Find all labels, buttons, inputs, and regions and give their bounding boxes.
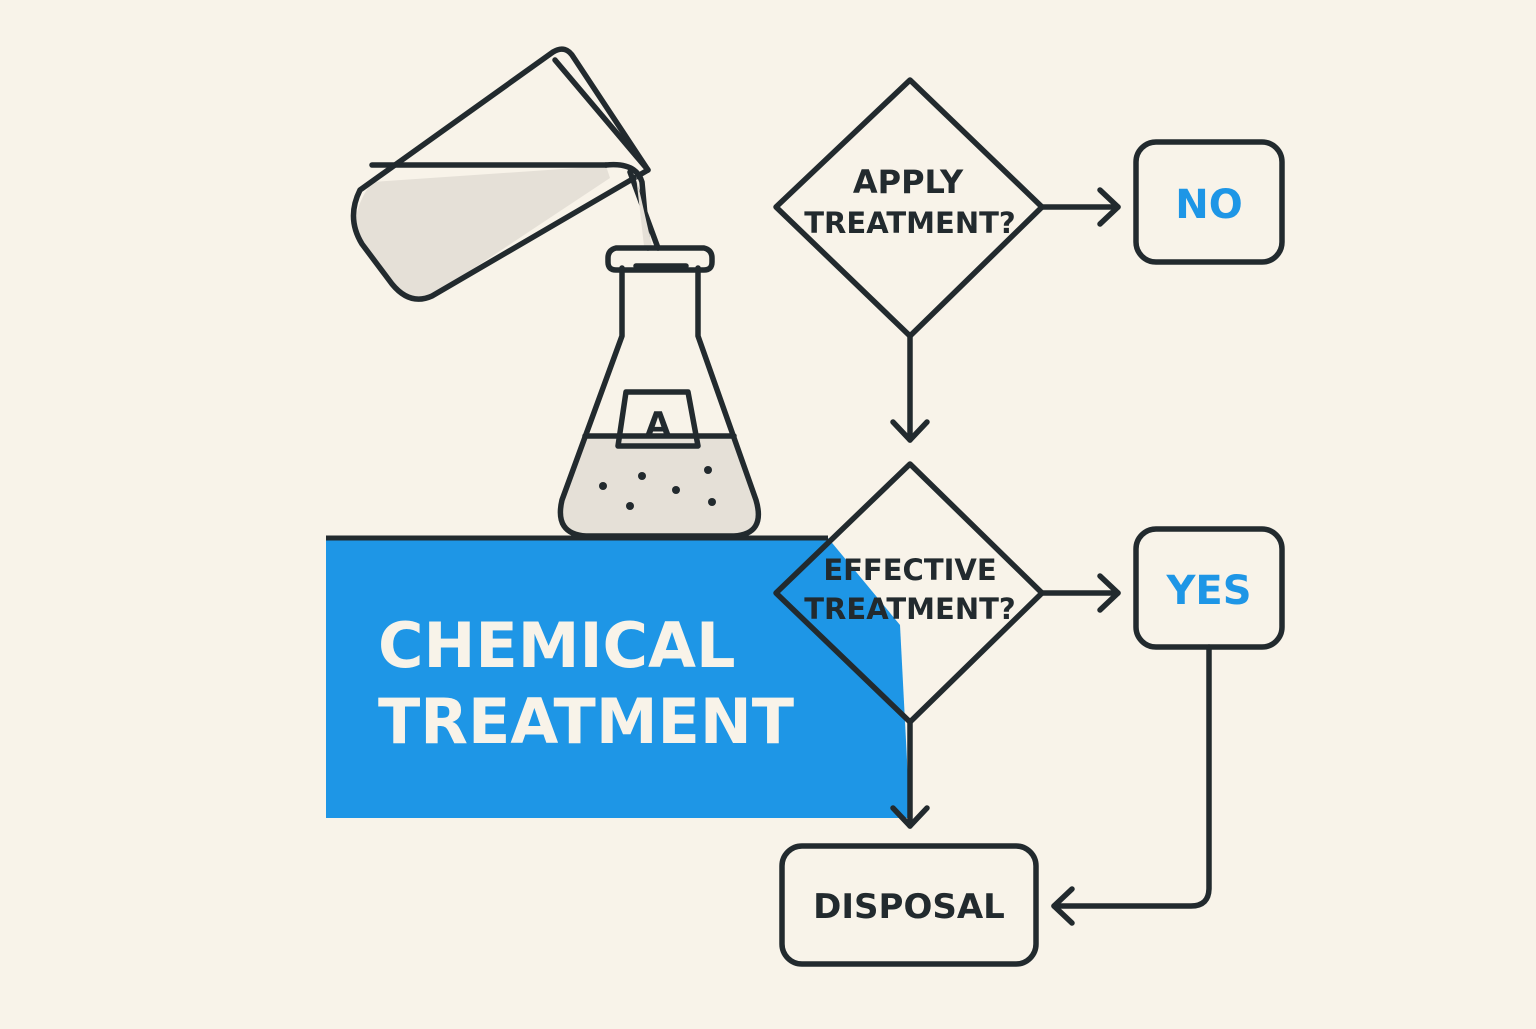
box-yes-label: YES: [1165, 568, 1251, 614]
flask-label: A: [645, 405, 672, 445]
decision-apply-line-2: TREATMENT?: [804, 206, 1015, 240]
arrow-to-no: [1039, 187, 1121, 227]
title-banner: CHEMICAL TREATMENT: [326, 535, 910, 818]
box-no-label: NO: [1175, 182, 1242, 228]
decision-apply-line-1: APPLY: [853, 163, 964, 201]
arrow-effective-to-disposal: [890, 719, 930, 829]
box-no: NO: [1133, 139, 1285, 265]
decision-effective-line-1: EFFECTIVE: [823, 553, 996, 587]
arrow-yes-to-disposal: [1051, 644, 1212, 926]
arrow-to-yes: [1039, 573, 1121, 613]
box-yes: YES: [1133, 526, 1285, 650]
decision-effective-line-2: TREATMENT?: [804, 592, 1015, 626]
title-line-2: TREATMENT: [378, 685, 794, 758]
title-line-1: CHEMICAL: [378, 609, 736, 682]
erlenmeyer-flask-icon: A: [557, 245, 762, 539]
box-disposal: DISPOSAL: [779, 843, 1039, 967]
beaker-pouring-icon: [350, 46, 661, 302]
arrow-apply-to-effective: [890, 333, 930, 443]
decision-apply-treatment: APPLY TREATMENT?: [773, 77, 1045, 339]
box-disposal-label: DISPOSAL: [813, 887, 1005, 927]
